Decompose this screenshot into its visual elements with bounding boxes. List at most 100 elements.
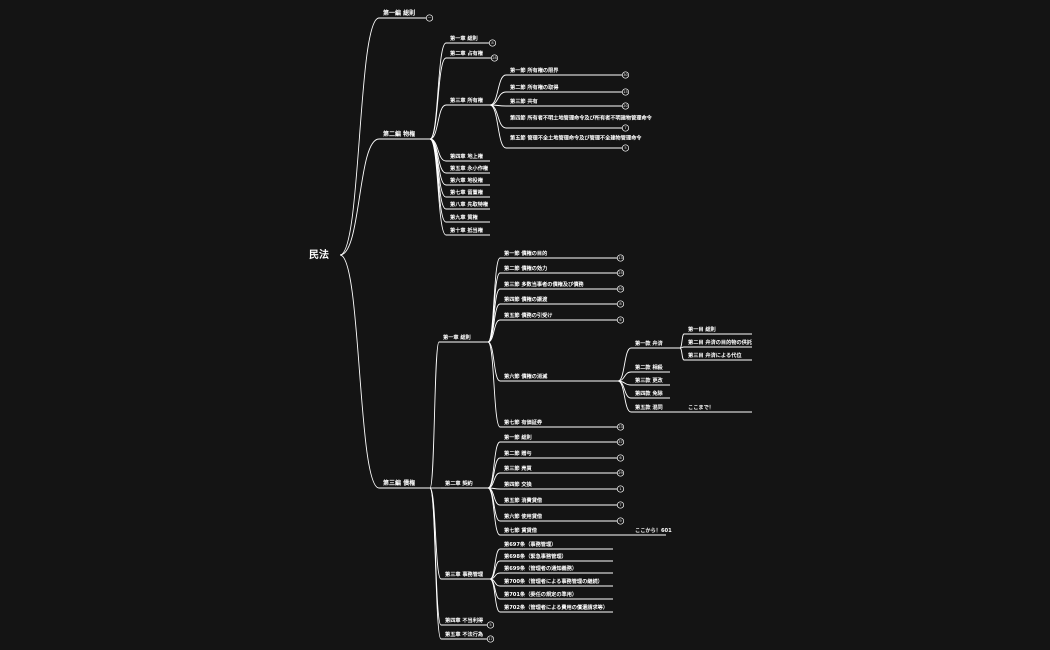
count-badge (616, 501, 625, 509)
branch-b2c10 (429, 138, 447, 236)
node-b3c2s6[interactable]: 第六節 使用貸借 9 (500, 512, 625, 525)
branch-b3c1 (429, 341, 440, 489)
node-b3c3a3[interactable]: 第699条（管理者の通知義務） (500, 564, 613, 574)
node-b2c6[interactable]: 第六章 地役権 (446, 176, 490, 186)
node-b3c1s6k1m2[interactable]: 第二目 弁済の目的物の供託 (684, 338, 753, 348)
node-label: 第五章 不法行為 (445, 630, 483, 638)
count-badge-text: 50 (618, 287, 623, 291)
node-label: 第五節 管理不全土地管理命令及び管理不全建物管理命令 (510, 134, 642, 142)
node-b3c2s7[interactable]: 第七節 賃貸借ここから！601 (500, 526, 672, 536)
node-b3c3[interactable]: 第三章 事務管理 (441, 570, 490, 580)
node-label: 第二款 相殺 (635, 363, 664, 371)
node-label: 第一節 債権の目的 (504, 249, 547, 257)
count-badge-text: 20 (623, 104, 628, 108)
count-badge (616, 517, 625, 525)
node-label: 第三款 更改 (635, 376, 664, 384)
node-label: 第一目 総則 (688, 325, 716, 333)
node-label: 第三編 債権 (382, 479, 415, 487)
node-b2[interactable]: 第二編 物権 (379, 130, 430, 140)
node-b3c1s6[interactable]: 第六節 債権の消滅 (500, 372, 618, 382)
node-b3c1s2[interactable]: 第二節 債権の効力 25 (500, 264, 625, 277)
progress-note: ここから！601 (635, 527, 672, 534)
branch-b2c2 (429, 57, 447, 140)
node-label: 第四章 不当利得 (445, 616, 484, 624)
node-b3c3a1[interactable]: 第697条（事務管理） (500, 540, 613, 550)
node-b2c3[interactable]: 第三章 所有権 (446, 96, 490, 106)
node-label: 第五款 混同 (635, 403, 663, 411)
count-badge (621, 124, 630, 132)
count-badge (490, 54, 499, 62)
node-b3c1s1[interactable]: 第一節 債権の目的 13 (500, 249, 625, 262)
node-b3c1s6k4[interactable]: 第四款 免除 (631, 389, 670, 399)
count-badge (488, 39, 497, 47)
count-badge-text: 17 (488, 637, 493, 641)
node-b3c5[interactable]: 第五章 不法行為 17 (441, 630, 495, 643)
node-b2c7[interactable]: 第七章 留置権 (446, 188, 490, 198)
node-label: 第六節 使用貸借 (504, 512, 543, 520)
node-b3c3a4[interactable]: 第700条（管理者による事務管理の継続） (500, 577, 613, 587)
node-b3c3a2[interactable]: 第698条（緊急事務管理） (500, 552, 613, 562)
node-label: 第三節 共有 (510, 97, 538, 105)
count-badge-text: 13 (618, 256, 623, 260)
node-b3c2s2[interactable]: 第二節 贈与6 (500, 449, 625, 462)
node-b2c10[interactable]: 第十章 抵当権 (446, 226, 490, 236)
count-badge (486, 621, 495, 629)
node-b3c1[interactable]: 第一章 総則 (439, 333, 488, 343)
node-b2c8[interactable]: 第八章 先取特権 (446, 200, 490, 210)
node-b3c1s6k3[interactable]: 第三款 更改 (631, 376, 670, 386)
branch-b3c1s7 (487, 341, 501, 428)
count-badge (616, 423, 625, 431)
node-b3c3a5[interactable]: 第701条（委任の規定の準用） (500, 590, 613, 600)
node-label: 第四節 所有者不明土地管理命令及び所有者不明建物管理命令 (510, 114, 653, 122)
count-badge-text: 25 (618, 271, 623, 275)
node-b3c2s4[interactable]: 第四節 交換1 (500, 480, 625, 493)
node-b2c1[interactable]: 第一章 総則8 (446, 34, 497, 47)
count-badge-text: 9 (619, 519, 622, 523)
node-label: 第三章 所有権 (450, 96, 484, 104)
node-b2c3s3[interactable]: 第三節 共有 20 (506, 97, 630, 110)
count-badge (616, 454, 625, 462)
node-b2c5[interactable]: 第五章 永小作権 (446, 164, 490, 174)
root-node[interactable]: 民法 (309, 248, 329, 261)
branch-b2c3s1 (489, 74, 507, 106)
node-label: 第二節 贈与 (504, 449, 532, 457)
node-label: 第一款 弁済 (635, 339, 664, 347)
node-b3c1s6k5[interactable]: 第五款 混同ここまで！ (631, 403, 752, 413)
branch-b3c5 (429, 487, 442, 640)
node-label: 第二目 弁済の目的物の供託 (688, 338, 753, 346)
node-b3c1s6k1m3[interactable]: 第三目 弁済による代位 (684, 351, 752, 361)
node-b3c1s6k2[interactable]: 第二款 相殺 (631, 363, 670, 373)
branch-b2c9 (429, 138, 447, 223)
node-b2c4[interactable]: 第四章 地上権 (446, 152, 490, 162)
count-badge (616, 469, 625, 477)
branch-b3 (339, 254, 380, 489)
node-b3c1s6k1m1[interactable]: 第一目 総則 (684, 325, 752, 335)
node-label: 第二節 債権の効力 (504, 264, 547, 272)
node-label: 第七節 有価証券 (504, 418, 543, 426)
node-label: 第五節 債務の引受け (504, 311, 553, 319)
node-b3[interactable]: 第三編 債権 (379, 479, 430, 489)
branch-b3c3a6 (489, 578, 501, 613)
node-b3c3a6[interactable]: 第702条（管理者による費用の償還請求等） (500, 603, 613, 613)
node-b2c9[interactable]: 第九章 質権 (446, 213, 490, 223)
node-b3c2[interactable]: 第二章 契約 (441, 479, 488, 489)
node-label: 第698条（緊急事務管理） (504, 552, 567, 560)
node-b1[interactable]: 第一編 総則一 (379, 9, 434, 22)
node-label: 第四節 債権の譲渡 (504, 295, 548, 303)
node-b3c1s6k1[interactable]: 第一款 弁済 (631, 339, 680, 349)
count-badge-text: 7 (619, 503, 621, 507)
